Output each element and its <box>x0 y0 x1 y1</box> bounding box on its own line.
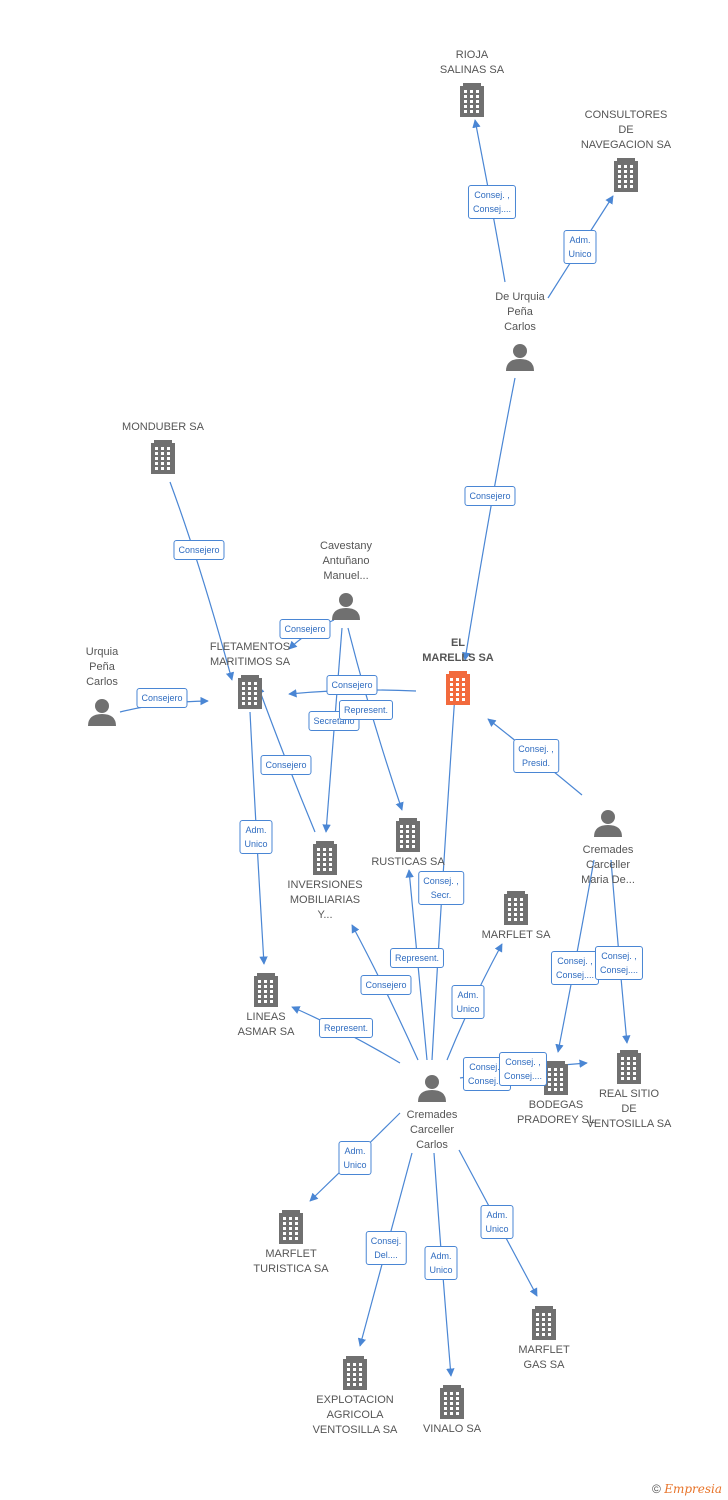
node-label-cremadescarlos[interactable]: Cremades Carceller Carlos <box>406 1109 458 1151</box>
building-icon[interactable] <box>617 1050 641 1084</box>
center-building-icon[interactable] <box>446 671 470 705</box>
edge-label[interactable]: Adm. Unico <box>563 230 597 264</box>
building-icon[interactable] <box>504 891 528 925</box>
building-icon[interactable] <box>614 158 638 192</box>
building-icon[interactable] <box>460 83 484 117</box>
edge-label[interactable]: Represent. <box>338 700 394 720</box>
edge-label[interactable]: Consejero <box>360 975 412 995</box>
footer: © Empresia <box>652 1482 722 1496</box>
edge-label[interactable]: Adm. Unico <box>239 820 273 854</box>
edge-label[interactable]: Consejero <box>260 755 312 775</box>
node-label-vinalo[interactable]: VINALO SA <box>422 1423 482 1435</box>
copyright-symbol: © <box>652 1482 661 1496</box>
node-label-cremadesmaria[interactable]: Cremades Carceller Maria De... <box>581 844 635 886</box>
node-label-deurquia[interactable]: De Urquia Peña Carlos <box>495 291 545 333</box>
edge-monduber-fletamentos <box>169 481 235 681</box>
node-label-marfletturistica[interactable]: MARFLET TURISTICA SA <box>253 1248 329 1275</box>
brand-logo[interactable]: Empresia <box>664 1482 722 1496</box>
building-icon[interactable] <box>238 675 262 709</box>
node-label-urquia[interactable]: Urquia Peña Carlos <box>85 646 119 688</box>
node-label-marflet[interactable]: MARFLET SA <box>481 929 551 941</box>
person-icon[interactable] <box>332 593 360 620</box>
building-icon[interactable] <box>440 1385 464 1419</box>
edge-label[interactable]: Consejero <box>326 675 378 695</box>
person-icon[interactable] <box>594 810 622 837</box>
building-icon[interactable] <box>343 1356 367 1390</box>
edge-label[interactable]: Consej. , Consej.... <box>550 951 600 985</box>
node-label-realsitio[interactable]: REAL SITIO DE VENTOSILLA SA <box>586 1088 672 1130</box>
edge-label[interactable]: Adm. Unico <box>451 985 485 1019</box>
node-label-rioja[interactable]: RIOJA SALINAS SA <box>439 49 505 76</box>
node-label-rusticas[interactable]: RUSTICAS SA <box>371 856 445 868</box>
edge-label[interactable]: Consejero <box>173 540 225 560</box>
node-label-monduber[interactable]: MONDUBER SA <box>122 421 204 433</box>
edge-label[interactable]: Consejero <box>279 619 331 639</box>
building-icon[interactable] <box>532 1306 556 1340</box>
node-label-explotacion[interactable]: EXPLOTACION AGRICOLA VENTOSILLA SA <box>312 1394 398 1436</box>
edge-label[interactable]: Consej. , Presid. <box>513 739 559 773</box>
node-label-fletamentos[interactable]: FLETAMENTOS MARITIMOS SA <box>209 641 291 668</box>
node-label-elmarells[interactable]: EL MARELLS SA <box>422 637 494 664</box>
edge-label[interactable]: Consejero <box>136 688 188 708</box>
node-label-cavestany[interactable]: Cavestany Antuñano Manuel... <box>320 540 372 582</box>
edge-label[interactable]: Consej. Del.... <box>365 1231 407 1265</box>
node-label-marfletgas[interactable]: MARFLET GAS SA <box>518 1344 570 1371</box>
person-icon[interactable] <box>418 1075 446 1102</box>
building-icon[interactable] <box>254 973 278 1007</box>
edge-label[interactable]: Consej. , Secr. <box>418 871 464 905</box>
edge-label[interactable]: Adm. Unico <box>424 1246 458 1280</box>
building-icon[interactable] <box>151 440 175 474</box>
node-label-lineas[interactable]: LINEAS ASMAR SA <box>237 1011 295 1038</box>
edge-label[interactable]: Adm. Unico <box>480 1205 514 1239</box>
edge-label[interactable]: Consej. , Consej.... <box>498 1052 548 1086</box>
building-icon[interactable] <box>313 841 337 875</box>
building-icon[interactable] <box>396 818 420 852</box>
edge-label[interactable]: Consejero <box>464 486 516 506</box>
building-icon[interactable] <box>279 1210 303 1244</box>
node-label-consultores[interactable]: CONSULTORES DE NAVEGACION SA <box>580 109 672 151</box>
edge-label[interactable]: Adm. Unico <box>338 1141 372 1175</box>
person-icon[interactable] <box>88 699 116 726</box>
building-icon[interactable] <box>544 1061 568 1095</box>
node-label-inversiones[interactable]: INVERSIONES MOBILIARIAS Y... <box>287 879 363 921</box>
edge-label[interactable]: Represent. <box>318 1018 374 1038</box>
edge-label[interactable]: Represent. <box>389 948 445 968</box>
edge-deurquia-elmarells <box>462 377 516 661</box>
node-label-bodegas[interactable]: BODEGAS PRADOREY SL <box>516 1099 596 1126</box>
edge-label[interactable]: Consej. , Consej.... <box>594 946 644 980</box>
edge-label[interactable]: Consej. , Consej.... <box>467 185 517 219</box>
person-icon[interactable] <box>506 344 534 371</box>
